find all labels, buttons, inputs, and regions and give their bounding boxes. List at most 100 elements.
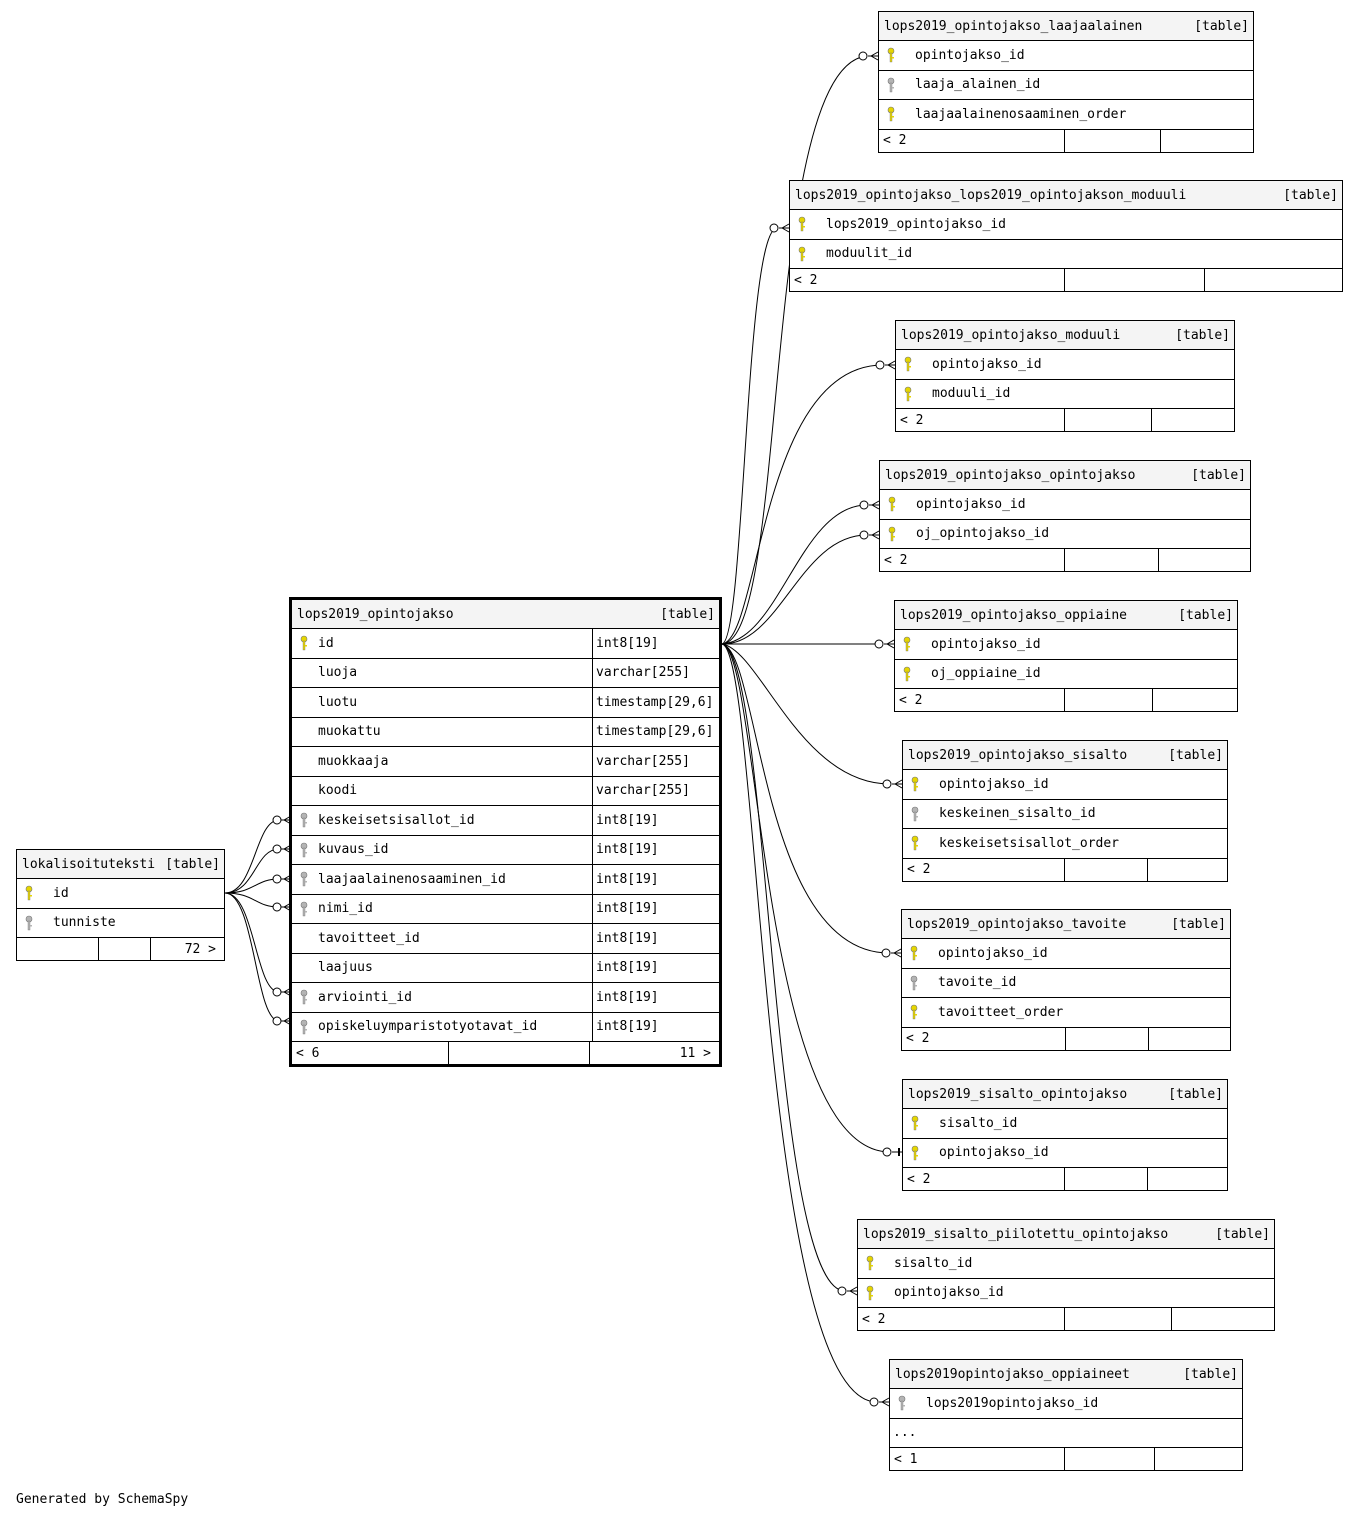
column-row[interactable]: opintojakso_id: [896, 350, 1234, 380]
primary-key-icon: [903, 829, 939, 858]
table-lops2019-opintojakso-sisalto[interactable]: lops2019_opintojakso_sisalto[table]opint…: [902, 740, 1228, 882]
column-name: opintojakso_id: [938, 945, 1048, 961]
child-count[interactable]: [1172, 1308, 1274, 1330]
parent-count[interactable]: < 2: [858, 1308, 1065, 1330]
parent-count[interactable]: < 2: [903, 1168, 1065, 1190]
column-row[interactable]: opintojakso_id: [879, 41, 1253, 71]
child-count[interactable]: [1148, 859, 1227, 881]
table-lops2019-sisalto-opintojakso[interactable]: lops2019_sisalto_opintojakso[table]sisal…: [902, 1079, 1228, 1191]
parent-count[interactable]: [17, 938, 99, 960]
footer-spacer: [1065, 269, 1205, 291]
foreign-key-icon: [902, 969, 938, 998]
child-count[interactable]: [1148, 1168, 1227, 1190]
column-row[interactable]: opintojakso_id: [895, 630, 1237, 660]
table-name: lops2019_opintojakso_tavoite: [907, 916, 1127, 932]
column-row[interactable]: sisalto_id: [903, 1109, 1227, 1139]
table-lops2019-opintojakso-oppiaine[interactable]: lops2019_opintojakso_oppiaine[table]opin…: [894, 600, 1238, 712]
primary-key-icon: [790, 210, 826, 239]
child-count[interactable]: [1149, 1028, 1230, 1050]
child-count[interactable]: [1155, 1448, 1242, 1470]
column-name: sisalto_id: [894, 1255, 973, 1271]
table-lops2019opintojakso-oppiaineet[interactable]: lops2019opintojakso_oppiaineet[table]lop…: [889, 1359, 1243, 1471]
column-row[interactable]: moduuli_id: [896, 380, 1234, 409]
column-row[interactable]: laaja_alainen_id: [879, 71, 1253, 100]
table-lops2019-opintojakso-lops2019-opintojakson-moduuli[interactable]: lops2019_opintojakso_lops2019_opintojaks…: [789, 180, 1343, 292]
column-row[interactable]: opintojakso_id: [903, 770, 1227, 800]
column-name: opintojakso_id: [915, 47, 1025, 63]
column-row[interactable]: lops2019_opintojakso_id: [790, 210, 1342, 240]
column-row[interactable]: opintojakso_id: [903, 1139, 1227, 1168]
child-count[interactable]: 72 >: [184, 941, 216, 957]
column-row[interactable]: tavoite_id: [902, 969, 1230, 998]
column-name: oj_oppiaine_id: [931, 666, 1041, 682]
primary-key-icon: [896, 380, 932, 409]
table-footer: < 2: [790, 269, 1342, 291]
child-count[interactable]: [1159, 549, 1250, 571]
parent-count[interactable]: < 2: [880, 549, 1065, 571]
column-row[interactable]: keskeisetsisallot_order: [903, 829, 1227, 859]
column-row[interactable]: oj_opintojakso_id: [880, 520, 1250, 549]
table-footer: < 2: [903, 1168, 1227, 1190]
parent-count[interactable]: < 6: [292, 1042, 449, 1064]
parent-count[interactable]: < 2: [902, 1027, 1066, 1050]
child-count[interactable]: [1152, 409, 1234, 431]
table-lops2019-opintojakso-moduuli[interactable]: lops2019_opintojakso_moduuli[table]opint…: [895, 320, 1235, 432]
parent-count[interactable]: < 2: [790, 269, 1065, 291]
parent-count[interactable]: < 2: [895, 689, 1065, 711]
table-header: lops2019_sisalto_piilotettu_opintojakso[…: [858, 1220, 1274, 1249]
column-name: tunniste: [53, 915, 116, 931]
relationship-edge: [224, 892, 280, 993]
column-name: sisalto_id: [939, 1115, 1018, 1131]
column-row[interactable]: lops2019opintojakso_id: [890, 1389, 1242, 1419]
table-lops2019-sisalto-piilotettu-opintojakso[interactable]: lops2019_sisalto_piilotettu_opintojakso[…: [857, 1219, 1275, 1331]
table-lops2019-opintojakso-tavoite[interactable]: lops2019_opintojakso_tavoite[table]opint…: [901, 909, 1231, 1051]
column-type: int8[19]: [592, 835, 719, 864]
child-count[interactable]: [1205, 269, 1342, 291]
parent-count[interactable]: < 1: [890, 1448, 1065, 1470]
parent-count[interactable]: < 2: [879, 129, 1065, 152]
foreign-key-icon: [879, 71, 915, 100]
column-row[interactable]: oj_oppiaine_id: [895, 660, 1237, 689]
column-row[interactable]: keskeinen_sisalto_id: [903, 800, 1227, 829]
column-name: tavoitteet_order: [938, 1004, 1064, 1020]
child-count[interactable]: [1161, 130, 1253, 152]
table-header: lops2019opintojakso_oppiaineet[table]: [890, 1360, 1242, 1389]
column-name: moduulit_id: [826, 246, 913, 262]
column-row[interactable]: sisalto_id: [858, 1249, 1274, 1279]
table-lops2019-opintojakso-laajaalainen[interactable]: lops2019_opintojakso_laajaalainen[table]…: [878, 11, 1254, 153]
relationship-edge: [721, 643, 891, 1153]
child-count[interactable]: 11 >: [679, 1045, 711, 1061]
column-row[interactable]: opintojakso_id: [880, 490, 1250, 520]
column-row[interactable]: opintojakso_id: [858, 1279, 1274, 1308]
table-lops2019-opintojakso-opintojakso[interactable]: lops2019_opintojakso_opintojakso[table]o…: [879, 460, 1251, 572]
column-row[interactable]: tavoitteet_order: [902, 998, 1230, 1028]
child-count[interactable]: [1153, 689, 1237, 711]
table-type-tag: [table]: [660, 606, 715, 622]
parent-count[interactable]: < 2: [903, 858, 1065, 881]
more-columns[interactable]: ...: [890, 1419, 1242, 1448]
column-row[interactable]: id: [17, 879, 224, 909]
parent-count[interactable]: < 2: [896, 409, 1065, 431]
table-type-tag: [table]: [1175, 327, 1230, 343]
column-row[interactable]: opintojakso_id: [902, 939, 1230, 969]
column-row[interactable]: tunniste: [17, 909, 224, 938]
column-row[interactable]: laajaalainenosaaminen_order: [879, 100, 1253, 130]
table-header: lops2019_opintojakso_lops2019_opintojaks…: [790, 181, 1342, 210]
column-row[interactable]: moduulit_id: [790, 240, 1342, 269]
